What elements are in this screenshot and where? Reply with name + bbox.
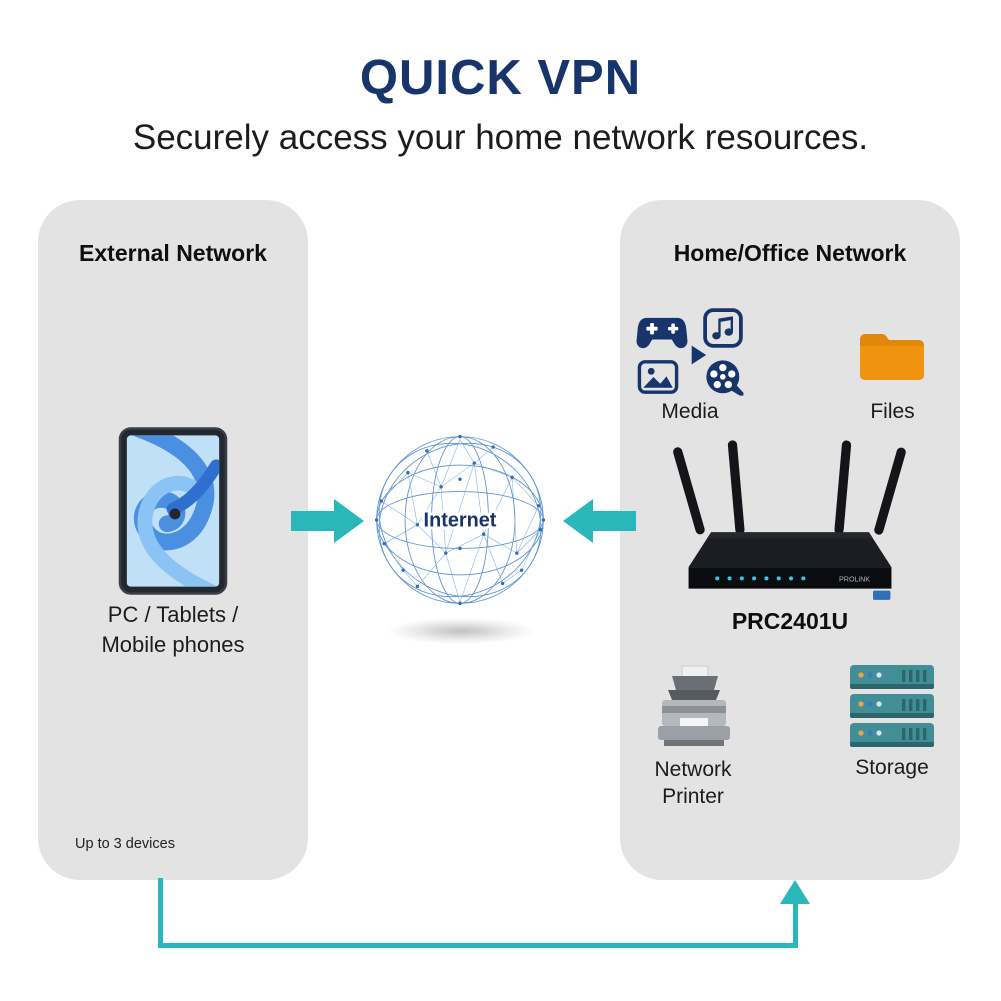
gamepad-icon bbox=[636, 316, 688, 350]
picture-icon bbox=[637, 360, 679, 394]
tablet-image bbox=[118, 426, 228, 596]
internet-globe: Internet bbox=[370, 430, 550, 610]
files-label: Files bbox=[870, 400, 915, 423]
router-brand-label: PROLiNK bbox=[839, 575, 870, 583]
devices-footnote: Up to 3 devices bbox=[75, 836, 175, 852]
globe-shadow bbox=[388, 618, 534, 644]
router-model-label: PRC2401U bbox=[731, 608, 849, 634]
folder-icon bbox=[858, 328, 926, 386]
printer-label: Network Printer bbox=[654, 758, 732, 809]
arrow-head bbox=[563, 499, 593, 543]
page-subtitle: Securely access your home network resour… bbox=[132, 118, 869, 157]
router-image: PROLiNK bbox=[672, 438, 908, 604]
printer-icon bbox=[648, 664, 740, 754]
storage-icon bbox=[846, 664, 938, 750]
play-icon bbox=[690, 344, 707, 366]
arrow-shaft bbox=[593, 511, 636, 531]
arrow-shaft bbox=[291, 511, 334, 531]
media-label: Media bbox=[661, 400, 719, 423]
film-reel-icon bbox=[704, 358, 744, 398]
home-office-network-heading: Home/Office Network bbox=[673, 240, 907, 266]
music-icon bbox=[703, 308, 743, 348]
internet-label: Internet bbox=[424, 510, 497, 532]
external-network-heading: External Network bbox=[79, 240, 267, 266]
storage-label: Storage bbox=[855, 756, 929, 779]
device-caption: PC / Tablets / Mobile phones bbox=[101, 602, 245, 657]
arrow-right-icon bbox=[291, 499, 364, 543]
up-arrow-icon bbox=[780, 880, 810, 904]
connector-line-bottom bbox=[158, 943, 798, 948]
arrow-head bbox=[334, 499, 364, 543]
connector-line-left bbox=[158, 878, 163, 948]
arrow-left-icon bbox=[563, 499, 636, 543]
connector-line-right bbox=[793, 902, 798, 948]
page-title: QUICK VPN bbox=[359, 51, 642, 105]
